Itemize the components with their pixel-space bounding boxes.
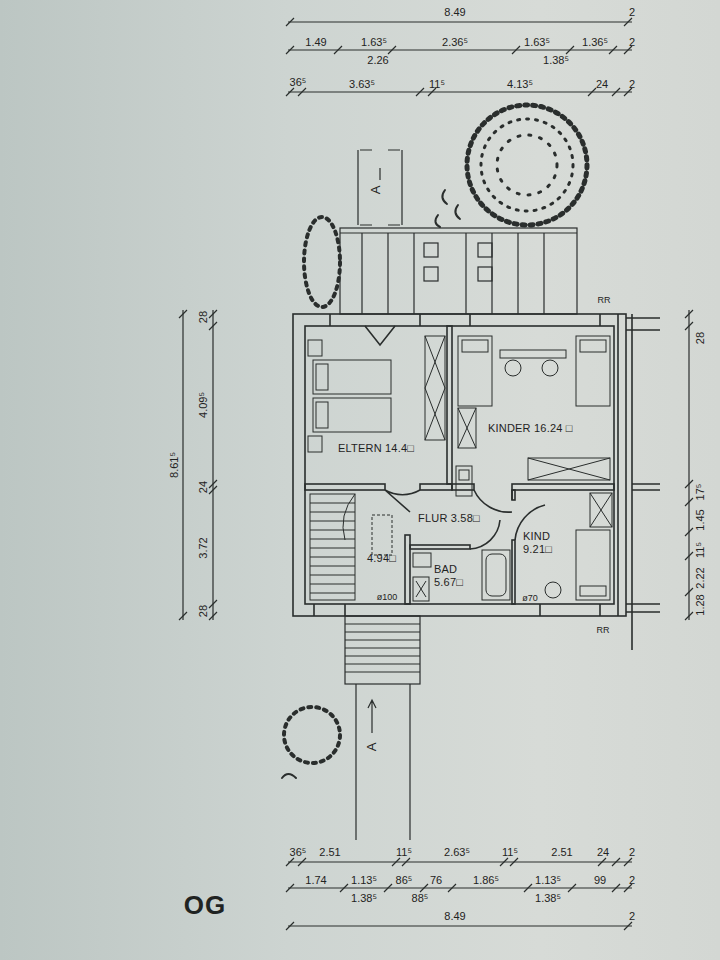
room-label: FLUR 3.58□ — [418, 512, 480, 525]
dimension-label: 36⁵ — [290, 846, 307, 858]
dimension-label: RR — [597, 625, 610, 635]
dimension-label: 1.63⁵ — [361, 36, 387, 48]
dimension-label: 2 — [629, 36, 635, 48]
trees — [282, 105, 587, 778]
dimension-lines — [179, 18, 693, 930]
dimension-label: 2.36⁵ — [442, 36, 468, 48]
room: ELTERN 14.4□ — [305, 326, 447, 484]
dimension-label: ø70 — [522, 593, 538, 603]
dimension-label: 88⁵ — [412, 892, 429, 904]
dimension-label: 11⁵ — [502, 846, 518, 858]
section-marker — [358, 150, 402, 225]
dimension-label: 1.45 — [694, 509, 706, 530]
dimension-label: 1.86⁵ — [473, 874, 499, 886]
dimension-label: 86⁵ — [396, 874, 413, 886]
dimension-label: 8.49 — [444, 6, 465, 18]
dimension-label: 1.74 — [305, 874, 326, 886]
room: 4.94□ — [305, 490, 405, 604]
dimension-label: 1.38⁵ — [535, 892, 561, 904]
dimension-label: 2.26 — [367, 54, 388, 66]
dimension-label: 1.36⁵ — [582, 36, 608, 48]
dimension-label: 28 — [694, 332, 706, 344]
floor-label: OG — [184, 892, 226, 919]
dimension-label: 3.72 — [197, 537, 209, 558]
room-label: KINDER 16.24 □ — [488, 422, 573, 435]
room-label: BAD 5.67□ — [434, 563, 474, 589]
room-label: ELTERN 14.4□ — [338, 442, 414, 455]
dimension-label: 36⁵ — [290, 76, 307, 88]
dimension-label: 1.63⁵ — [524, 36, 550, 48]
dimension-label: 8.61⁵ — [168, 452, 180, 478]
dimension-label: 24 — [197, 481, 209, 493]
room: KIND 9.21□ — [515, 500, 575, 570]
dimension-label: 2.63⁵ — [444, 846, 470, 858]
dimension-label: 8.49 — [444, 910, 465, 922]
room: BAD 5.67□ — [432, 549, 482, 604]
dimension-label: 1.13⁵ — [535, 874, 561, 886]
dimension-label: 2.22 — [694, 567, 706, 588]
dimension-label: 4.13⁵ — [507, 78, 533, 90]
dimension-label: 1.38⁵ — [543, 54, 569, 66]
dimension-label: 76 — [430, 874, 442, 886]
dimension-label: 28 — [197, 605, 209, 617]
dimension-label: 2 — [629, 78, 635, 90]
dimension-label: 2 — [629, 846, 635, 858]
entrance — [345, 616, 420, 840]
walls — [293, 314, 660, 650]
balcony — [340, 228, 577, 314]
dimension-label: 2.51 — [551, 846, 572, 858]
dimension-label: 17⁵ — [694, 484, 706, 501]
furniture — [308, 336, 612, 601]
dimension-label: 11⁵ — [429, 78, 445, 90]
room-label: KIND 9.21□ — [523, 530, 565, 556]
dimension-label: 1.38⁵ — [351, 892, 377, 904]
dimension-label: 3.63⁵ — [349, 78, 375, 90]
dimension-label: A — [369, 186, 383, 195]
dimension-label: 2 — [629, 6, 635, 18]
dimension-label: 11⁵ — [694, 542, 706, 558]
dimension-label: RR — [598, 295, 611, 305]
dimension-label: 11⁵ — [396, 846, 412, 858]
room: KINDER 16.24 □ — [452, 326, 614, 456]
dimension-label: 99 — [594, 874, 606, 886]
room: FLUR 3.58□ — [410, 490, 512, 540]
dimension-label: 24 — [597, 846, 609, 858]
dimension-label: 2 — [629, 910, 635, 922]
dimension-label: 2 — [629, 874, 635, 886]
dimension-label: 2.51 — [319, 846, 340, 858]
dimension-label: 24 — [596, 78, 608, 90]
dimension-label: 28 — [197, 311, 209, 323]
dimension-label: ø100 — [377, 592, 398, 602]
dimension-label: A — [365, 743, 379, 752]
dimension-label: 1.28 — [694, 594, 706, 615]
room-label: 4.94□ — [367, 552, 396, 565]
dimension-label: 1.49 — [305, 36, 326, 48]
dimension-label: 1.13⁵ — [351, 874, 377, 886]
dimension-label: 4.09⁵ — [197, 392, 209, 418]
